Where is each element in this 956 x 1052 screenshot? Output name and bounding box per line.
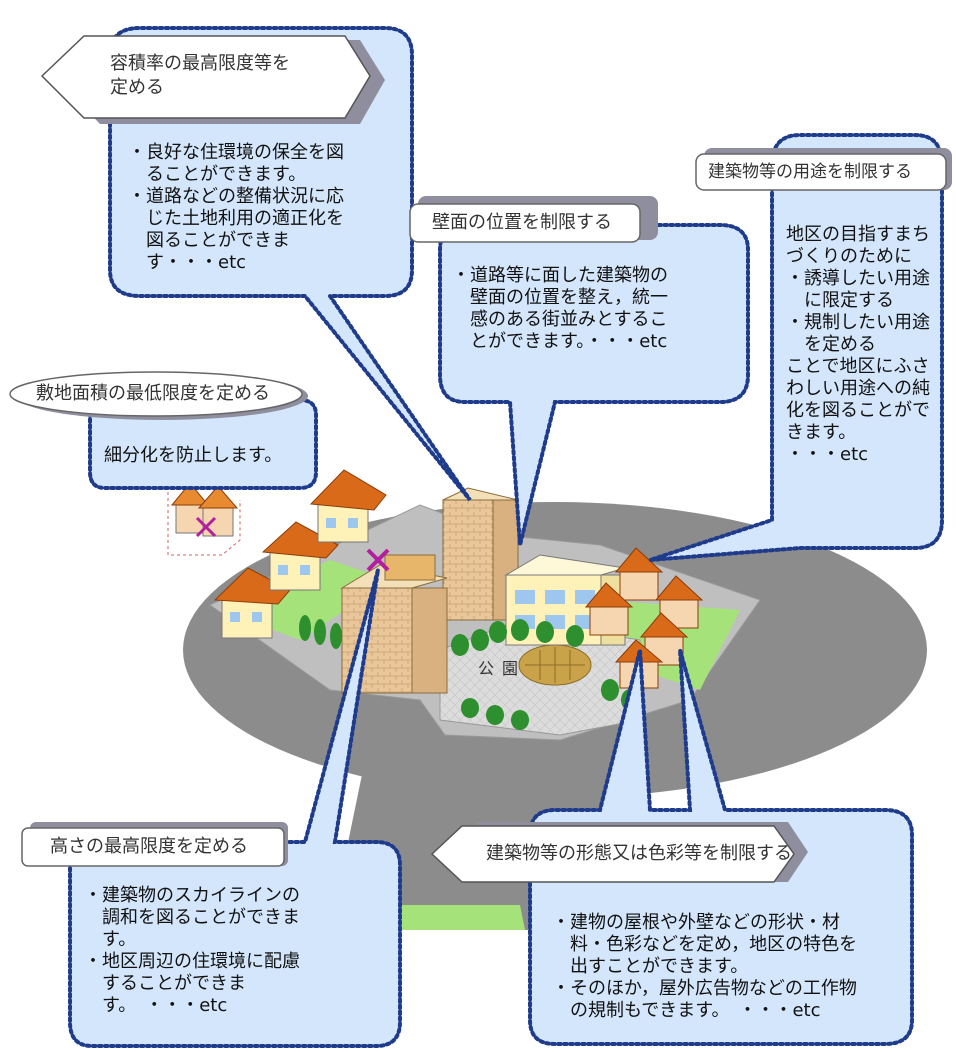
design-body-line: ・そのほか，屋外広告物などの工作物 xyxy=(552,978,857,999)
use-body-line: に限定する xyxy=(786,290,894,311)
design-body: ・建物の屋根や外壁などの形状・材 料・色彩などを定め，地区の特色を 出すことがで… xyxy=(552,912,857,1022)
lot-title: 敷地面積の最低限度を定める xyxy=(36,383,270,404)
height-body: ・建築物のスカイラインの 調和を図ることができま す。 ・地区周辺の住環境に配慮… xyxy=(84,885,300,1017)
tag-design xyxy=(430,822,808,883)
use-body-line: きます。 xyxy=(786,422,857,443)
far-body-line: ることができます。 xyxy=(128,164,307,185)
lot-split-inset xyxy=(167,482,241,556)
far-title-line-2: 定める xyxy=(110,77,164,98)
use-body-line: 化を図ることがで xyxy=(786,400,930,421)
far-body-line: ・道路などの整備状況に応 xyxy=(128,186,344,207)
house-1 xyxy=(213,567,291,639)
design-body-line: ・建物の屋根や外壁などの形状・材 xyxy=(552,912,840,933)
height-body-line: 調和を図ることができま xyxy=(84,907,300,928)
far-body-line: ・良好な住環境の保全を図 xyxy=(128,142,344,163)
far-body-line: す・・・etc xyxy=(128,252,247,273)
far-title: 容積率の最高限度等を 定める xyxy=(110,52,290,100)
title-tags xyxy=(9,35,952,883)
height-body-line: す。 ・・・etc xyxy=(84,995,228,1016)
use-body-line: ことで地区にふさ xyxy=(786,356,930,377)
use-body-line: を定める xyxy=(786,334,876,355)
wall-title: 壁面の位置を制限する xyxy=(432,212,612,233)
house-3 xyxy=(309,469,387,543)
design-title: 建築物等の形態又は色彩等を制限する xyxy=(486,843,792,864)
design-body-line: 出すことができます。 xyxy=(552,956,749,977)
height-title: 高さの最高限度を定める xyxy=(50,836,248,857)
lot-body: 細分化を防止します。 xyxy=(104,445,283,466)
wall-body: ・道路等に面した建築物の 壁面の位置を整え，統一 感のある街並みとするこ とがで… xyxy=(452,265,668,353)
setback-cross-mark xyxy=(366,548,390,572)
use-body-line: ・・・etc xyxy=(786,444,869,465)
far-body-line: 図ることができま xyxy=(128,230,290,251)
use-body-line: わしい用途への純 xyxy=(786,378,930,399)
wall-body-line: 感のある街並みとするこ xyxy=(452,309,668,330)
bubble-lot xyxy=(88,398,318,490)
use-body-line: づくりのために xyxy=(786,246,912,267)
crosswalk xyxy=(141,765,212,825)
use-body-line: ・規制したい用途 xyxy=(786,312,930,333)
mid-building xyxy=(340,554,448,694)
tag-height xyxy=(21,822,288,867)
use-body-line: ・誘導したい用途 xyxy=(786,268,930,289)
height-body-line: ・建築物のスカイラインの xyxy=(84,885,300,906)
far-title-line-1: 容積率の最高限度等を xyxy=(110,53,290,74)
tag-far xyxy=(40,35,385,124)
wall-body-line: とができます。・・・etc xyxy=(452,331,668,352)
height-body-line: ・地区周辺の住環境に配慮 xyxy=(84,951,300,972)
wall-body-line: 壁面の位置を整え，統一 xyxy=(452,287,668,308)
callout-bubbles xyxy=(68,26,944,1048)
height-body-line: することができま xyxy=(84,973,246,994)
height-body-line: す。 xyxy=(84,929,137,950)
park-label: 公園 xyxy=(478,659,527,678)
use-body: 地区の目指すまち づくりのために ・誘導したい用途 に限定する ・規制したい用途… xyxy=(786,224,930,466)
tag-wall xyxy=(409,196,658,243)
far-body: ・良好な住環境の保全を図 ることができます。 ・道路などの整備状況に応 じた土地… xyxy=(128,142,344,274)
house-2 xyxy=(261,521,339,591)
far-body-line: じた土地利用の適正化を xyxy=(128,208,344,229)
use-title: 建築物等の用途を制限する xyxy=(708,162,912,182)
design-body-line: の規制もできます。 ・・・etc xyxy=(552,1000,821,1021)
tag-use xyxy=(695,148,952,191)
wall-body-line: ・道路等に面した建築物の xyxy=(452,265,668,286)
bubble-far xyxy=(108,26,472,502)
design-body-line: 料・色彩などを定め，地区の特色を xyxy=(552,934,858,955)
use-body-line: 地区の目指すまち xyxy=(786,224,930,245)
tag-lot xyxy=(9,371,308,420)
